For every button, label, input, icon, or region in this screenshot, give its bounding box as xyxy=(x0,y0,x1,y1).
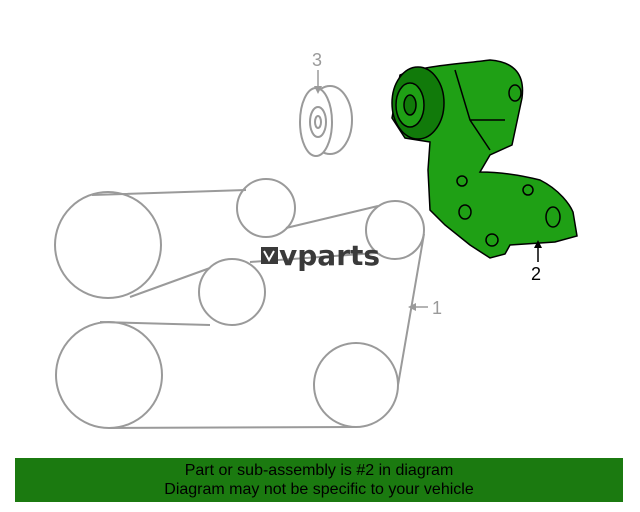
banner-line-1: Part or sub-assembly is #2 in diagram xyxy=(184,462,454,479)
belt-path xyxy=(91,189,425,429)
pulley-top-left xyxy=(54,191,162,299)
pulley-middle xyxy=(198,258,266,326)
pulley-top-center xyxy=(236,178,296,238)
idler-pulley xyxy=(299,85,353,157)
belt-tensioner xyxy=(391,59,578,259)
disclaimer-banner: Part or sub-assembly is #2 in diagram Di… xyxy=(15,458,623,502)
pulley-bottom-right xyxy=(313,342,399,428)
callout-label-3: 3 xyxy=(312,50,322,70)
vparts-logo-mark xyxy=(261,247,278,264)
pulley-top-right xyxy=(365,200,425,260)
pulley-bottom-left xyxy=(55,321,163,429)
banner-line-2: Diagram may not be specific to your vehi… xyxy=(164,481,474,498)
callout-arrowhead-1 xyxy=(408,303,416,311)
callout-label-1: 1 xyxy=(432,298,442,318)
vparts-logo-text: vparts xyxy=(279,239,380,272)
vparts-logo: vparts xyxy=(261,239,380,272)
callout-arrowhead-2 xyxy=(534,240,542,248)
callout-label-2: 2 xyxy=(531,264,541,284)
callout-arrowhead-3 xyxy=(314,86,322,94)
serpentine-belt-assembly xyxy=(54,178,425,429)
